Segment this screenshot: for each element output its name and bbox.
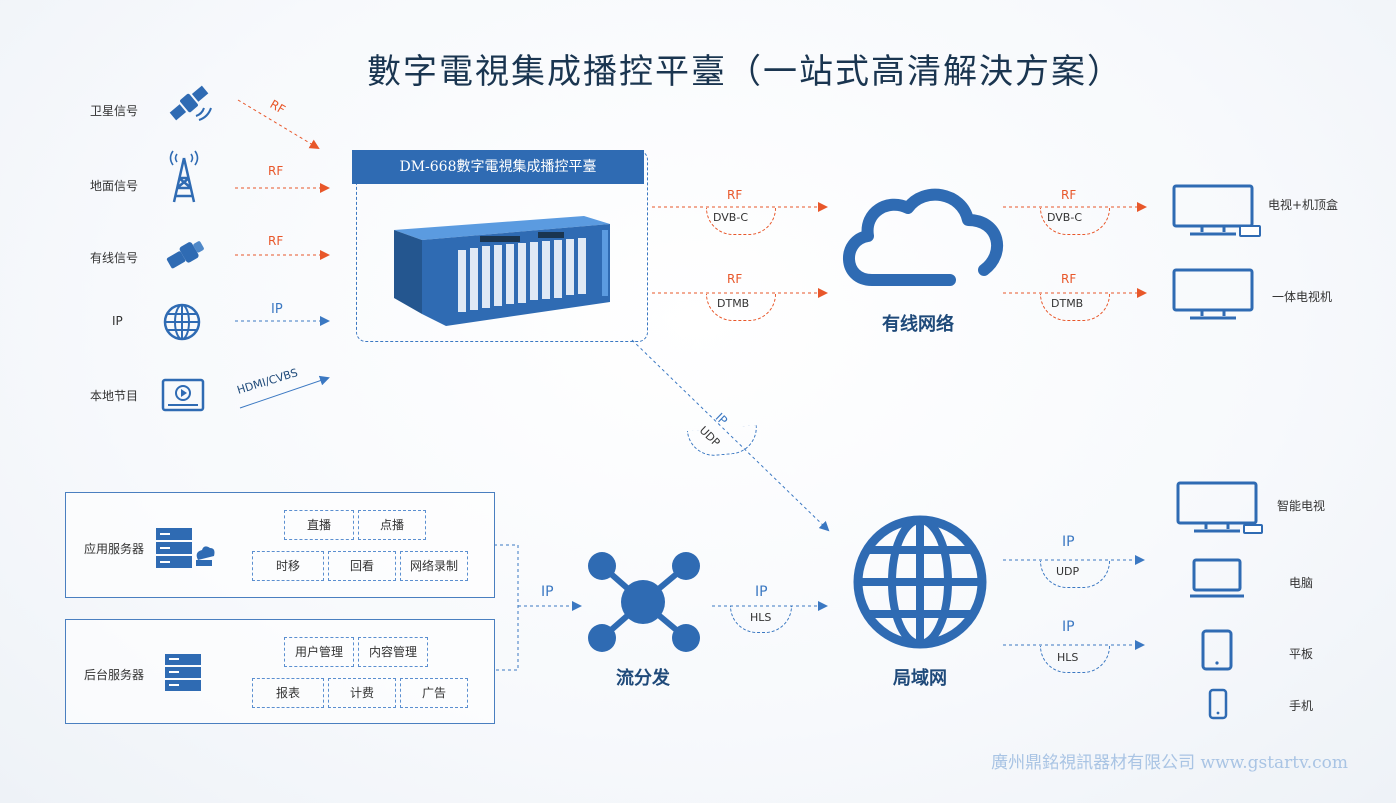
server-stack-icon: [156, 528, 215, 568]
link-cable-device-2-bottom: DTMB: [1051, 297, 1084, 310]
link-cable-device-2-top: RF: [1061, 272, 1077, 286]
device-label-tablet: 平板: [1289, 647, 1314, 661]
service-vod: 点播: [358, 510, 426, 540]
satellite-icon: [169, 85, 212, 121]
link-lan-device-2-bottom: HLS: [1057, 651, 1079, 664]
signal-label-terrestrial: RF: [268, 164, 284, 178]
video-player-icon: [161, 378, 205, 412]
service-user-management: 用户管理: [284, 637, 354, 667]
lan-globe-icon: [853, 515, 987, 649]
device-label-phone: 手机: [1289, 699, 1314, 713]
backend-server-icon: [165, 654, 201, 691]
signal-label-cable: RF: [268, 234, 284, 248]
service-recording: 网络录制: [400, 551, 468, 581]
service-live: 直播: [284, 510, 354, 540]
link-stream-lan-top: IP: [755, 584, 768, 600]
tv-icon: [1172, 268, 1254, 320]
tv-settopbox-icon: [1172, 184, 1261, 237]
tablet-icon: [1201, 629, 1233, 671]
stream-distribution-icon: [588, 552, 700, 652]
phone-icon: [1208, 688, 1228, 720]
smart-tv-icon: [1176, 481, 1263, 534]
device-label-laptop: 电脑: [1289, 576, 1314, 590]
service-reports: 报表: [252, 678, 324, 708]
device-label-tv-stb: 电视+机顶盒: [1268, 198, 1339, 212]
company-footer: 廣州鼎銘視訊器材有限公司 www.gstartv.com: [991, 753, 1348, 773]
link-lan-device-2-top: IP: [1062, 619, 1075, 635]
service-timeshift: 时移: [252, 551, 324, 581]
page-title: 數字電視集成播控平臺（一站式高清解決方案）: [367, 52, 1123, 92]
link-cable-device-1-top: RF: [1061, 188, 1077, 202]
source-label-ip: IP: [112, 314, 123, 328]
link-platform-cable-2-bottom: DTMB: [717, 297, 750, 310]
cable-network-label: 有线网络: [882, 314, 954, 335]
link-servers-stream-top: IP: [541, 584, 554, 600]
source-label-terrestrial: 地面信号: [90, 179, 139, 193]
backend-server-box: [65, 619, 495, 724]
platform-device-image: [394, 216, 610, 326]
globe-icon: [163, 303, 201, 341]
cable-connector-icon: [166, 241, 204, 269]
link-lan-device-1-bottom: UDP: [1056, 565, 1080, 578]
service-billing: 计费: [328, 678, 396, 708]
device-label-tv: 一体电视机: [1272, 290, 1333, 304]
service-ads: 广告: [400, 678, 468, 708]
service-playback: 回看: [328, 551, 396, 581]
link-platform-cable-1-top: RF: [727, 188, 743, 202]
backend-server-label: 后台服务器: [84, 668, 145, 682]
source-label-satellite: 卫星信号: [90, 104, 139, 118]
link-cable-device-1-bottom: DVB-C: [1047, 211, 1082, 224]
lan-label: 局域网: [893, 668, 947, 689]
device-label-smart-tv: 智能电视: [1277, 499, 1326, 513]
cloud-icon: [843, 188, 1004, 286]
antenna-tower-icon: [169, 150, 199, 203]
laptop-icon: [1190, 558, 1244, 598]
source-label-cable: 有线信号: [90, 251, 139, 265]
app-server-label: 应用服务器: [84, 542, 145, 556]
platform-title: DM-668數字電視集成播控平臺: [352, 150, 644, 184]
link-platform-cable-1-bottom: DVB-C: [713, 211, 748, 224]
link-platform-cable-2-top: RF: [727, 272, 743, 286]
signal-label-ip: IP: [271, 302, 283, 317]
arrow-local: [239, 375, 330, 409]
link-stream-lan-bottom: HLS: [750, 611, 772, 624]
servers-bracket: [494, 544, 519, 671]
stream-label: 流分发: [616, 668, 670, 689]
link-lan-device-1-top: IP: [1062, 534, 1075, 550]
service-content-management: 内容管理: [358, 637, 428, 667]
source-label-local: 本地节目: [90, 389, 139, 403]
